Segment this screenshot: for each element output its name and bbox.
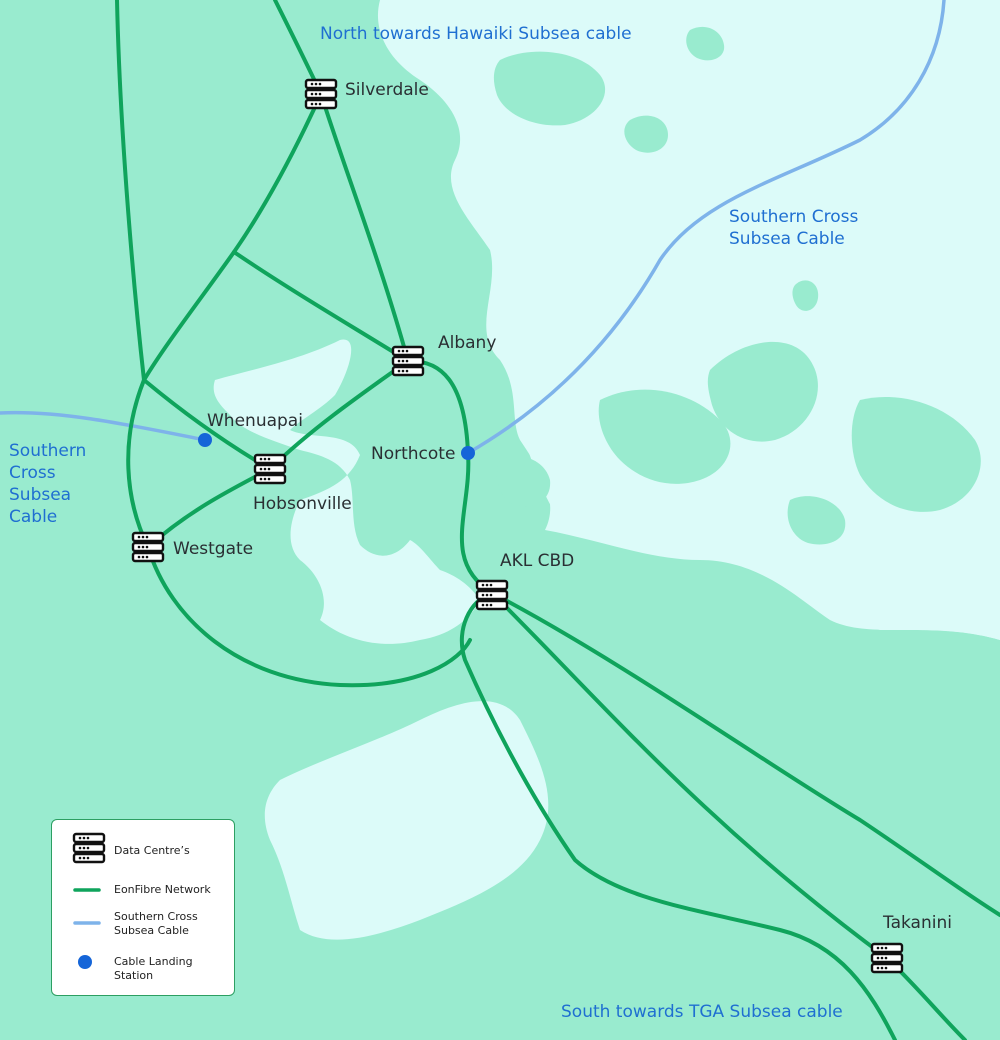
legend-label-station-1: Cable Landing — [114, 955, 193, 968]
island-east-large — [851, 396, 981, 512]
network-line-cbd-takanini — [490, 591, 967, 1040]
network-line-branch-albany — [232, 250, 410, 363]
island-small-2 — [792, 280, 819, 311]
island-rangitoto — [496, 456, 551, 507]
server-rack-icon — [304, 78, 338, 110]
data-centre-label-silverdale: Silverdale — [345, 80, 429, 100]
data-centre-label-akl-cbd: AKL CBD — [500, 551, 575, 571]
cable-label-southern-cross-west-2: Cross — [9, 463, 56, 483]
legend-row-subsea: Southern Cross Subsea Cable — [52, 910, 236, 944]
subsea-line-icon — [73, 921, 101, 925]
island-north-3 — [624, 115, 668, 153]
cable-label-north: North towards Hawaiki Subsea cable — [320, 24, 632, 44]
landing-station-label-whenuapai: Whenuapai — [207, 411, 303, 431]
legend-label-subsea-1: Southern Cross — [114, 910, 198, 923]
data-centre-label-hobsonville: Hobsonville — [253, 494, 352, 514]
legend-row-data-centre: Data Centre’s — [52, 832, 236, 866]
legend-row-network: EonFibre Network — [52, 876, 236, 910]
island-waiheke — [598, 389, 731, 484]
legend-label-network: EonFibre Network — [114, 883, 211, 896]
subsea-cable-west — [0, 410, 207, 442]
cable-label-southern-cross-east-1: Southern Cross — [729, 207, 859, 227]
data-centre-label-takanini: Takanini — [883, 913, 952, 933]
island-motutapu — [707, 341, 818, 442]
cable-label-south: South towards TGA Subsea cable — [561, 1002, 843, 1022]
legend-label-station-2: Station — [114, 969, 154, 982]
cable-label-southern-cross-west-1: Southern — [9, 441, 87, 461]
blue-dot-icon — [461, 446, 475, 460]
cable-label-southern-cross-east-2: Subsea Cable — [729, 229, 845, 249]
eonfibre-network — [115, 0, 1000, 1040]
server-rack-icon — [475, 579, 509, 611]
network-line-cbd-south-loop — [459, 591, 897, 1040]
subsea-cable-east — [466, 0, 946, 455]
cable-label-southern-cross-west-4: Cable — [9, 507, 58, 527]
legend-label-subsea-2: Subsea Cable — [114, 924, 189, 937]
harbour-water — [213, 339, 480, 644]
network-line-west-hobsonville — [142, 378, 272, 471]
network-line-north-west — [115, 0, 146, 382]
manukau-water — [264, 701, 549, 940]
server-rack-icon — [72, 832, 106, 864]
server-rack-icon — [391, 345, 425, 377]
data-centre-label-albany: Albany — [438, 333, 497, 353]
network-line-cbd-east — [490, 591, 1000, 917]
data-centre-label-westgate: Westgate — [173, 539, 254, 559]
map-legend: Data Centre’s EonFibre Network Southern … — [51, 819, 235, 996]
server-rack-icon — [870, 942, 904, 974]
landing-station-label-northcote: Northcote — [371, 444, 456, 464]
blue-dot-icon — [78, 955, 92, 969]
server-rack-icon — [131, 531, 165, 563]
network-line-icon — [73, 888, 101, 892]
blue-dot-icon — [198, 433, 212, 447]
island-north-2 — [686, 26, 725, 61]
island-north-1 — [493, 51, 606, 126]
network-line-west-loop — [126, 378, 150, 549]
legend-label-data-centre: Data Centre’s — [114, 844, 190, 857]
network-line-westgate-cbd — [146, 545, 472, 688]
network-line-silverdale-albany — [319, 92, 410, 363]
legend-row-station: Cable Landing Station — [52, 953, 236, 987]
island-small-1 — [787, 496, 846, 545]
network-line-northcote-cbd — [459, 451, 494, 595]
cable-label-southern-cross-west-3: Subsea — [9, 485, 72, 505]
server-rack-icon — [253, 453, 287, 485]
